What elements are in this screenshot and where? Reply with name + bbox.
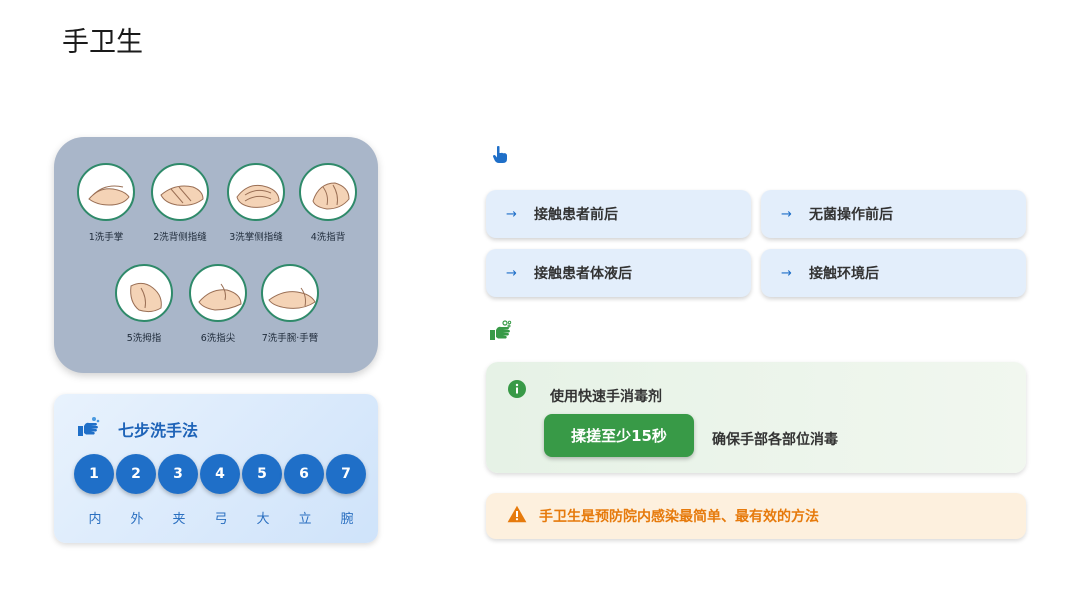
info-icon bbox=[508, 380, 526, 402]
step-number-badge: 4 bbox=[200, 454, 240, 494]
wash-step-6: 6洗指尖 bbox=[182, 264, 254, 344]
moment-card: → 接触环境后 bbox=[761, 249, 1026, 297]
step-keyword: 外 bbox=[130, 512, 144, 527]
step-number-row: 1 2 3 4 5 6 7 bbox=[74, 454, 368, 494]
sanitizer-note: 确保手部各部位消毒 bbox=[712, 432, 838, 448]
wash-step-5: 5洗拇指 bbox=[108, 264, 180, 344]
warning-text: 手卫生是预防院内感染最简单、最有效的方法 bbox=[539, 509, 819, 525]
arrow-right-icon: → bbox=[506, 265, 517, 281]
wash-step-1: 1洗手掌 bbox=[70, 163, 142, 243]
warning-icon bbox=[507, 505, 527, 527]
moment-card: → 无菌操作前后 bbox=[761, 190, 1026, 238]
pointing-hand-icon bbox=[492, 145, 508, 168]
hand-wash-icon bbox=[488, 320, 512, 346]
hands-wrist-illustration bbox=[261, 264, 319, 322]
step-keyword: 腕 bbox=[340, 512, 354, 527]
wash-step-7: 7洗手腕·手臂 bbox=[254, 264, 326, 344]
sanitizer-title: 使用快速手消毒剂 bbox=[550, 389, 662, 405]
seven-step-title: 七步洗手法 bbox=[118, 421, 199, 440]
step-number-badge: 7 bbox=[326, 454, 366, 494]
step-keyword: 内 bbox=[88, 512, 102, 527]
hand-wash-icon bbox=[76, 416, 100, 442]
warning-banner: 手卫生是预防院内感染最简单、最有效的方法 bbox=[486, 493, 1026, 539]
wash-step-caption: 3洗掌侧指缝 bbox=[229, 232, 283, 243]
moment-label: 接触患者前后 bbox=[534, 207, 618, 223]
seven-step-card: 七步洗手法 1 2 3 4 5 6 7 内 外 夹 弓 大 立 腕 bbox=[54, 394, 378, 543]
wash-step-3: 3洗掌侧指缝 bbox=[220, 163, 292, 243]
moment-card: → 接触患者体液后 bbox=[486, 249, 751, 297]
hands-thumb-illustration bbox=[115, 264, 173, 322]
seven-step-header: 七步洗手法 bbox=[76, 416, 198, 442]
moment-label: 无菌操作前后 bbox=[809, 207, 893, 223]
step-number-badge: 3 bbox=[158, 454, 198, 494]
step-number-badge: 6 bbox=[284, 454, 324, 494]
wash-step-4: 4洗指背 bbox=[292, 163, 364, 243]
moment-label: 接触环境后 bbox=[809, 266, 879, 282]
moment-label: 接触患者体液后 bbox=[534, 266, 632, 282]
moment-card: → 接触患者前后 bbox=[486, 190, 751, 238]
step-keyword: 大 bbox=[256, 512, 270, 527]
wash-step-2: 2洗背侧指缝 bbox=[144, 163, 216, 243]
wash-step-caption: 2洗背侧指缝 bbox=[153, 232, 207, 243]
step-keyword-row: 内 外 夹 弓 大 立 腕 bbox=[74, 508, 368, 527]
wash-step-caption: 6洗指尖 bbox=[200, 333, 236, 344]
sanitizer-card: 使用快速手消毒剂 揉搓至少15秒 确保手部各部位消毒 bbox=[486, 362, 1026, 473]
hands-palm-illustration bbox=[77, 163, 135, 221]
step-keyword: 夹 bbox=[172, 512, 186, 527]
wash-step-caption: 5洗拇指 bbox=[126, 333, 162, 344]
rub-duration-button[interactable]: 揉搓至少15秒 bbox=[544, 414, 694, 457]
wash-step-caption: 1洗手掌 bbox=[88, 232, 124, 243]
hands-fingertip-illustration bbox=[189, 264, 247, 322]
hands-fingerback-illustration bbox=[299, 163, 357, 221]
page-title: 手卫生 bbox=[62, 27, 143, 58]
arrow-right-icon: → bbox=[506, 206, 517, 222]
step-keyword: 立 bbox=[298, 512, 312, 527]
step-number-badge: 5 bbox=[242, 454, 282, 494]
step-keyword: 弓 bbox=[214, 512, 228, 527]
step-number-badge: 1 bbox=[74, 454, 114, 494]
wash-step-caption: 4洗指背 bbox=[310, 232, 346, 243]
arrow-right-icon: → bbox=[781, 265, 792, 281]
arrow-right-icon: → bbox=[781, 206, 792, 222]
hands-back-illustration bbox=[151, 163, 209, 221]
wash-step-caption: 7洗手腕·手臂 bbox=[261, 333, 319, 344]
hand-wash-illustration-panel: 1洗手掌 2洗背侧指缝 3洗掌侧指缝 4洗指背 5洗拇指 6洗指尖 7洗手腕 bbox=[54, 137, 378, 373]
step-number-badge: 2 bbox=[116, 454, 156, 494]
hands-interlace-illustration bbox=[227, 163, 285, 221]
